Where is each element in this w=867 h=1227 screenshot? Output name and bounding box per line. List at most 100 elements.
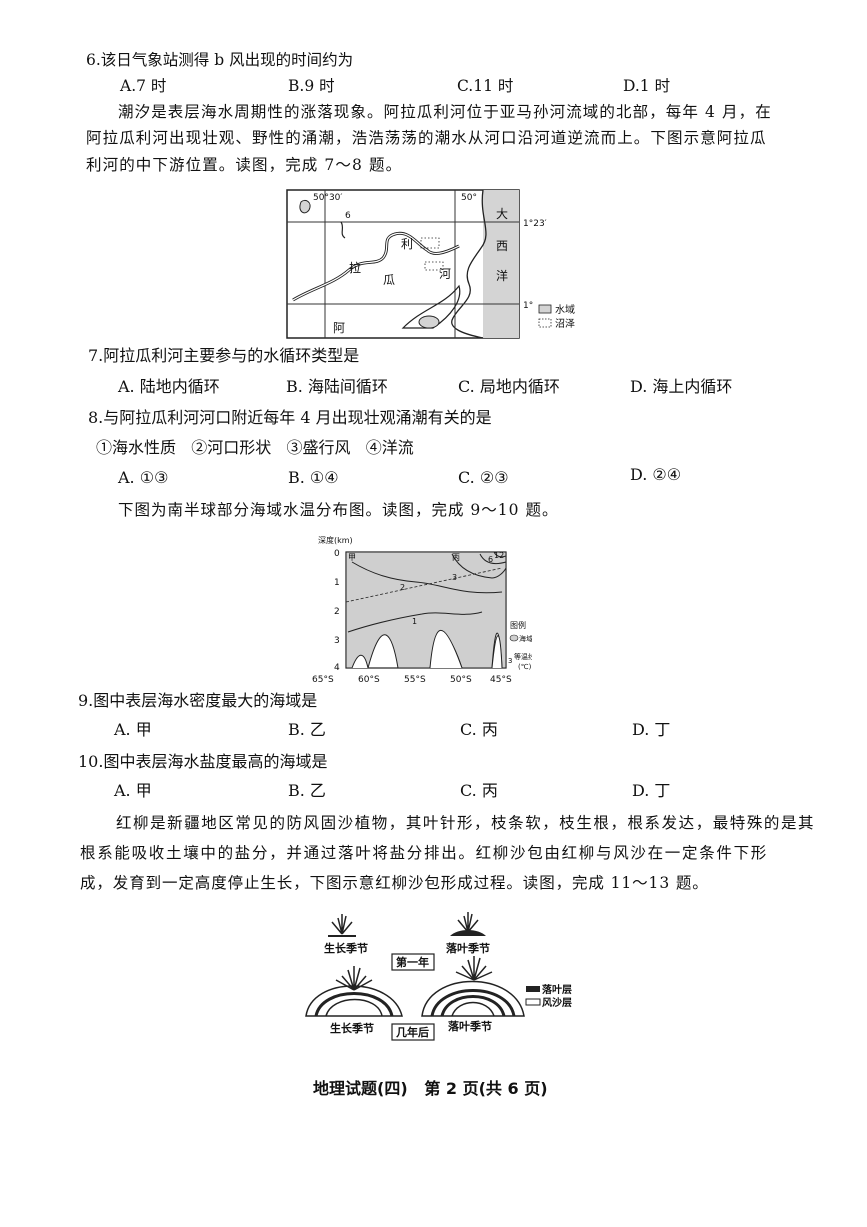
ocean-char-2: 西 xyxy=(496,239,508,253)
q6-option-d: D.1 时 xyxy=(623,77,671,95)
legend-marsh-label: 沼泽 xyxy=(555,317,575,330)
legend-sand-label: 风沙层 xyxy=(542,997,572,1009)
y-tick-3: 3 xyxy=(334,636,340,646)
coastline xyxy=(451,189,487,339)
q8-stem: 8.与阿拉瓜利河河口附近每年 4 月出现壮观涌潮有关的是 xyxy=(88,408,492,427)
label-bottom-right: 落叶季节 xyxy=(448,1019,492,1033)
stream-small xyxy=(340,221,346,239)
q9-option-c: C. 丙 xyxy=(460,720,498,739)
mound-bottom-left xyxy=(305,966,403,1017)
q6-stem: 6.该日气象站测得 b 风出现的时间约为 xyxy=(86,51,354,69)
legend-title: 图例 xyxy=(510,620,526,630)
ocean-char-3: 洋 xyxy=(496,268,508,283)
legend-sea-label: 海域 xyxy=(519,634,532,643)
legend-leaf-swatch xyxy=(526,986,540,992)
legend-iso-label: 等温线 xyxy=(514,652,532,661)
q10-option-a: A. 甲 xyxy=(114,781,152,800)
ocean-char-1: 大 xyxy=(496,207,508,221)
q7-stem: 7.阿拉瓜利河主要参与的水循环类型是 xyxy=(88,346,360,365)
legend-sand-swatch xyxy=(525,998,541,1006)
dashed-line xyxy=(345,567,503,603)
passage-11-13-line1: 红柳是新疆地区常见的防风固沙植物，其叶针形，枝条软，枝生根，根系发达，最特殊的是… xyxy=(116,814,816,832)
iso-label-2: 2 xyxy=(400,583,405,592)
water-temp-chart: 深度(km) 甲 丙 2 1 3 6 12 0 1 2 3 4 65°S 60°… xyxy=(312,535,532,685)
y-axis-label: 深度(km) xyxy=(318,535,353,545)
isotherm-6 xyxy=(479,553,507,565)
araguari-river-map: 50°30′ 50° 1°23′ 1° 6 大 西 洋 阿 拉 瓜 利 河 水域… xyxy=(286,189,575,339)
river-inner xyxy=(292,232,460,301)
intro-9-10: 下图为南半球部分海域水温分布图。读图，完成 9～10 题。 xyxy=(118,501,559,519)
label-top-right: 落叶季节 xyxy=(446,941,490,955)
seabed-hills xyxy=(351,629,503,669)
iso-label-1: 1 xyxy=(412,617,417,626)
passage-11-13-line2: 根系能吸收土壤中的盐分，并通过落叶将盐分排出。红柳沙包由红柳与风沙在一定条件下形 xyxy=(80,844,769,862)
tamarisk-mound-figure: 生长季节 落叶季节 第一年 生长季节 几年后 落叶季节 落叶层 风沙层 xyxy=(305,912,572,1041)
q7-option-a: A. 陆地内循环 xyxy=(118,377,220,396)
q9-option-b: B. 乙 xyxy=(288,720,326,739)
x-tick-0: 65°S xyxy=(312,675,334,685)
page-footer: 地理试题(四) 第 2 页(共 6 页) xyxy=(313,1079,548,1098)
sea-label-bing: 丙 xyxy=(452,553,460,562)
q10-option-d: D. 丁 xyxy=(632,781,671,800)
isotherm-1 xyxy=(347,611,483,633)
y-tick-0: 0 xyxy=(334,549,340,559)
q8-option-b: B. ①④ xyxy=(288,468,339,487)
map-frame xyxy=(286,189,520,339)
passage-7-8-line2: 阿拉瓜利河出现壮观、野性的涌潮，浩浩荡荡的潮水从河口沿河道逆流而上。下图示意阿拉… xyxy=(86,129,767,147)
sea-area xyxy=(345,551,507,669)
legend-leaf-label: 落叶层 xyxy=(542,983,572,996)
x-tick-2: 55°S xyxy=(404,675,426,685)
q8-items: ①海水性质 ②河口形状 ③盛行风 ④洋流 xyxy=(96,438,414,457)
river-char-4: 利 xyxy=(401,237,413,251)
x-tick-4: 45°S xyxy=(490,675,512,685)
num-label: 6 xyxy=(345,211,351,221)
q8-option-c: C. ②③ xyxy=(458,468,509,487)
legend-sea-swatch xyxy=(509,634,519,642)
plant-top-left xyxy=(328,914,356,937)
q6-option-b: B.9 时 xyxy=(288,77,335,95)
river-char-3: 瓜 xyxy=(383,273,395,287)
river-char-5: 河 xyxy=(439,267,451,281)
label-top-left: 生长季节 xyxy=(324,941,368,955)
river-char-2: 拉 xyxy=(349,260,361,275)
q10-option-b: B. 乙 xyxy=(288,781,326,800)
passage-7-8-line1: 潮汐是表层海水周期性的涨落现象。阿拉瓜利河位于亚马孙河流域的北部，每年 4 月，… xyxy=(118,103,772,121)
y-tick-1: 1 xyxy=(334,578,340,588)
legend-water-swatch xyxy=(538,304,552,314)
lon-label-1: 50°30′ xyxy=(313,193,342,203)
isotherm-12 xyxy=(493,551,507,558)
first-year-label: 第一年 xyxy=(396,955,429,969)
y-tick-2: 2 xyxy=(334,607,340,617)
q10-option-c: C. 丙 xyxy=(460,781,498,800)
island xyxy=(418,315,440,329)
mound-bottom-right xyxy=(421,956,525,1017)
x-tick-1: 60°S xyxy=(358,675,380,685)
q6-option-c: C.11 时 xyxy=(457,77,514,95)
lat-label-1: 1°23′ xyxy=(523,219,547,229)
q9-option-d: D. 丁 xyxy=(632,720,671,739)
q6-option-a: A.7 时 xyxy=(120,77,167,95)
years-later-box xyxy=(391,1023,435,1041)
sea-label-jia: 甲 xyxy=(348,553,356,562)
ocean-area xyxy=(483,190,519,338)
river-char-1: 阿 xyxy=(333,321,345,335)
first-year-box xyxy=(391,953,435,971)
iso-label-3: 3 xyxy=(452,573,457,582)
isotherm-2 xyxy=(351,561,503,594)
iso-label-6: 6 xyxy=(488,555,493,564)
q8-option-d: D. ②④ xyxy=(630,465,682,484)
lake-shape xyxy=(299,199,311,214)
legend-marsh-swatch xyxy=(538,318,552,328)
lon-label-2: 50° xyxy=(461,193,477,203)
q7-option-d: D. 海上内循环 xyxy=(630,377,733,396)
lat-label-2: 1° xyxy=(523,301,533,311)
legend-iso-value: 3 xyxy=(508,657,512,665)
q7-option-b: B. 海陆间循环 xyxy=(286,377,388,396)
plant-top-right xyxy=(450,912,486,936)
isotherm-3 xyxy=(451,553,507,579)
q7-option-c: C. 局地内循环 xyxy=(458,377,560,396)
x-tick-3: 50°S xyxy=(450,675,472,685)
passage-11-13-line3: 成，发育到一定高度停止生长，下图示意红柳沙包形成过程。读图，完成 11～13 题… xyxy=(80,874,709,892)
legend-iso-unit: (℃) xyxy=(518,663,532,671)
q9-option-a: A. 甲 xyxy=(114,720,152,739)
